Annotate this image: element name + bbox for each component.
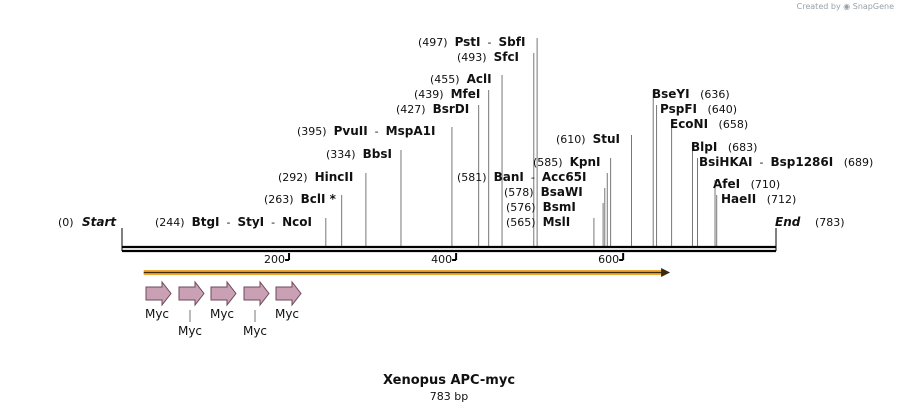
sequence-name: Xenopus APC-myc	[382, 373, 516, 388]
enzyme-site: (395) PvuII - MspA1I	[297, 124, 453, 246]
enzyme-site: (585) KpnI	[533, 155, 612, 246]
feature-label: Myc	[210, 307, 234, 321]
enzyme-site: BsiHKAI - Bsp1286I (689)	[696, 155, 873, 246]
enzyme-site: AfeI (710)	[713, 177, 780, 246]
feature-label: Myc	[178, 324, 202, 338]
enzyme-site: EcoNI (658)	[670, 117, 748, 246]
site-label: (395) PvuII - MspA1I	[297, 124, 435, 138]
enzyme-site: (427) BsrDI	[396, 102, 480, 246]
feature-arrow	[243, 280, 270, 307]
site-label: (292) HincII	[278, 170, 353, 184]
site-label: BsiHKAI - Bsp1286I (689)	[699, 155, 873, 169]
enzyme-site: BlpI (683)	[691, 140, 757, 246]
site-label: PspFI (640)	[660, 102, 737, 116]
enzyme-site: (610) StuI	[556, 132, 633, 246]
ruler-tick-label: 400	[431, 253, 452, 266]
enzyme-site: (565) MslI	[506, 215, 595, 246]
feature-myc: Myc	[178, 280, 205, 338]
enzyme-sites: (497) PstI - SbfI(493) SfcI (455) AclI(43…	[155, 35, 873, 246]
feature-myc: Myc	[145, 280, 172, 321]
site-label: (610) StuI	[556, 132, 620, 146]
orf-arrowhead	[661, 268, 671, 277]
site-label: BlpI (683)	[691, 140, 757, 154]
site-label: (565) MslI	[506, 215, 570, 229]
enzyme-site: (334) BbsI	[326, 147, 402, 246]
enzyme-site: (439) MfeI	[414, 87, 490, 246]
feature-label: Myc	[145, 307, 169, 321]
site-label: (497) PstI - SbfI	[418, 35, 525, 49]
feature-arrow	[178, 280, 205, 307]
enzyme-site: (244) BtgI - StyI - NcoI	[155, 215, 327, 246]
feature-label: Myc	[275, 307, 299, 321]
credit-prefix: Created by	[796, 2, 841, 11]
feature-arrow	[210, 280, 237, 307]
site-label: (263) BclI *	[264, 192, 337, 206]
feature-arrow	[145, 280, 172, 307]
enzyme-site: (578) BsaWI	[504, 185, 606, 246]
site-label: EcoNI (658)	[670, 117, 748, 131]
feature-myc: Myc	[275, 280, 302, 321]
orf-track	[143, 268, 671, 277]
enzyme-site: (263) BclI *	[264, 192, 343, 246]
snapgene-credit: Created by ◉ SnapGene	[797, 2, 894, 11]
enzyme-site: (576) BsmI	[506, 200, 604, 246]
enzyme-site: (455) AclI	[430, 72, 503, 246]
feature-myc: Myc	[243, 280, 270, 338]
site-label: (576) BsmI	[506, 200, 576, 214]
enzyme-site: HaeII (712)	[716, 192, 796, 246]
ruler-tick-label: 200	[264, 253, 285, 266]
enzyme-site: BseYI (636)	[652, 87, 730, 246]
credit-brand: SnapGene	[852, 2, 894, 11]
site-label: (439) MfeI	[414, 87, 480, 101]
site-label: (427) BsrDI	[396, 102, 469, 116]
site-label: (578) BsaWI	[504, 185, 583, 199]
enzyme-site: (497) PstI - SbfI	[418, 35, 538, 246]
site-label: (493) SfcI	[457, 50, 519, 64]
ruler-tick-label: 600	[598, 253, 619, 266]
site-label: (334) BbsI	[326, 147, 392, 161]
end-label: End	[775, 215, 801, 229]
sequence-length: 783 bp	[429, 390, 469, 403]
site-label: (581) BanI - Acc65I	[457, 170, 587, 184]
site-label: (455) AclI	[430, 72, 492, 86]
dna-backbone	[121, 228, 777, 253]
snapgene-logo-icon: ◉	[843, 2, 851, 11]
start-position: (0)	[58, 216, 74, 229]
ruler: 200 400 600	[264, 253, 625, 266]
site-label: HaeII (712)	[721, 192, 796, 206]
site-label: AfeI (710)	[713, 177, 780, 191]
feature-arrow	[275, 280, 302, 307]
start-label: Start	[82, 215, 117, 229]
enzyme-site: (292) HincII	[278, 170, 367, 246]
enzyme-site: (493) SfcI	[457, 50, 535, 246]
feature-label: Myc	[243, 324, 267, 338]
site-label: BseYI (636)	[652, 87, 730, 101]
sequence-ends: (0) Start End (783)	[58, 215, 845, 229]
enzyme-site: PspFI (640)	[656, 102, 737, 246]
feature-myc: Myc	[210, 280, 237, 321]
enzyme-site: (581) BanI - Acc65I	[457, 170, 608, 246]
site-label: (585) KpnI	[533, 155, 600, 169]
end-position: (783)	[815, 216, 845, 229]
site-label: (244) BtgI - StyI - NcoI	[155, 215, 312, 229]
